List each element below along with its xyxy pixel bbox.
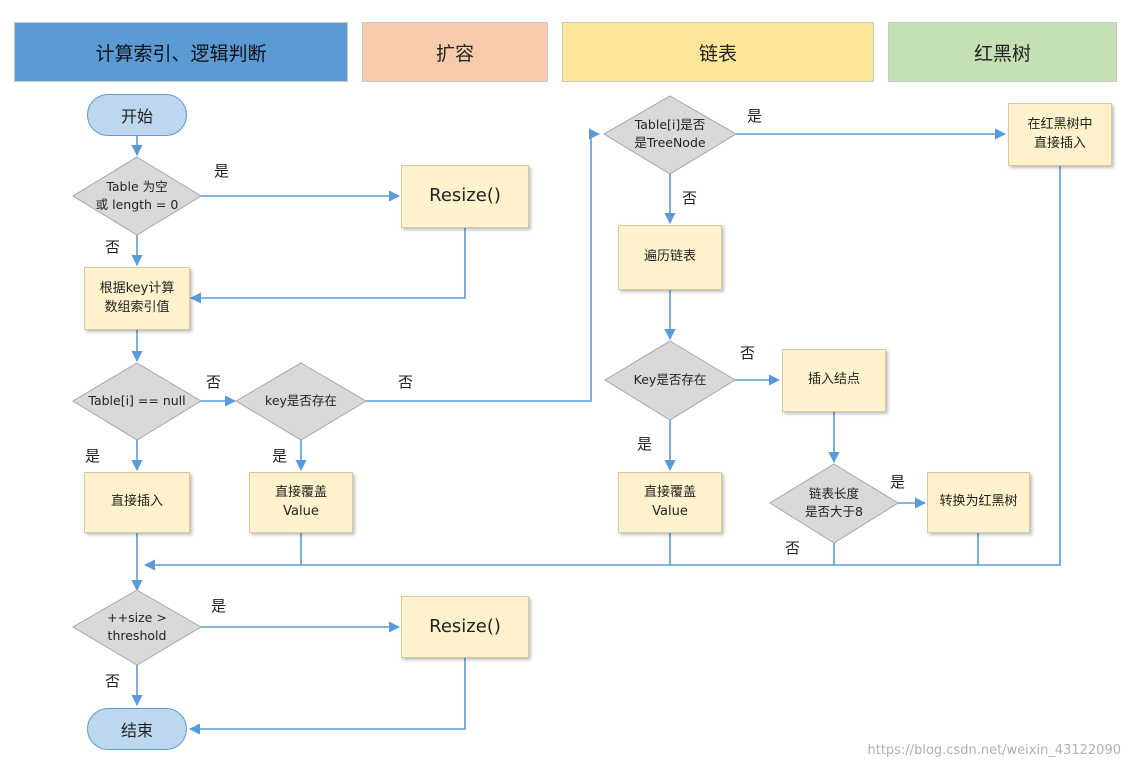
label-size-no: 否 [105, 672, 121, 690]
insert-node-box: 插入结点 [782, 349, 886, 412]
tree-insert-box: 在红黑树中 直接插入 [1008, 103, 1112, 166]
end-node: 结束 [87, 708, 187, 750]
decision-treenode-shape [603, 95, 737, 175]
arrow-resize-to-calc [189, 228, 466, 304]
resize-box-2: Resize() [401, 596, 529, 658]
decision-key-exists2-shape [604, 340, 736, 421]
header-resize: 扩容 [362, 22, 548, 82]
arrow-merge-to-size-check [143, 166, 1061, 571]
overwrite-value-box-1: 直接覆盖 Value [249, 472, 353, 533]
label-treenode-no: 否 [682, 189, 698, 207]
label-key-yes: 是 [272, 447, 288, 465]
label-len8-no: 否 [785, 539, 801, 557]
arrow-key-no-to-treenode-check [366, 128, 601, 402]
label-null-yes: 是 [85, 447, 101, 465]
label-treenode-yes: 是 [747, 107, 763, 125]
start-node: 开始 [87, 94, 187, 136]
label-key-no: 否 [398, 373, 414, 391]
convert-rbtree-box: 转换为红黑树 [927, 472, 1030, 533]
label-null-no: 否 [206, 373, 222, 391]
label-empty-no: 否 [105, 238, 121, 256]
resize-box-1: Resize() [401, 165, 529, 228]
arrow-resize2-to-end [188, 658, 466, 735]
label-empty-yes: 是 [214, 162, 230, 180]
label-key2-yes: 是 [637, 435, 653, 453]
insert-direct-box: 直接插入 [84, 472, 190, 533]
header-compute: 计算索引、逻辑判断 [14, 22, 348, 82]
decision-empty-shape [72, 156, 202, 236]
traverse-list-box: 遍历链表 [618, 225, 722, 290]
label-len8-yes: 是 [890, 473, 906, 491]
watermark: https://blog.csdn.net/weixin_43122090 [867, 743, 1121, 758]
decision-size-shape [72, 589, 202, 666]
label-key2-no: 否 [740, 344, 756, 362]
overwrite-value-box-2: 直接覆盖 Value [618, 472, 722, 533]
header-rbtree: 红黑树 [888, 22, 1117, 82]
decision-key-exists-shape [235, 362, 367, 441]
decision-null-shape [72, 362, 202, 441]
decision-len8-shape [769, 463, 899, 544]
calc-index-box: 根据key计算 数组索引值 [84, 267, 190, 330]
label-size-yes: 是 [211, 597, 227, 615]
header-list: 链表 [562, 22, 874, 82]
